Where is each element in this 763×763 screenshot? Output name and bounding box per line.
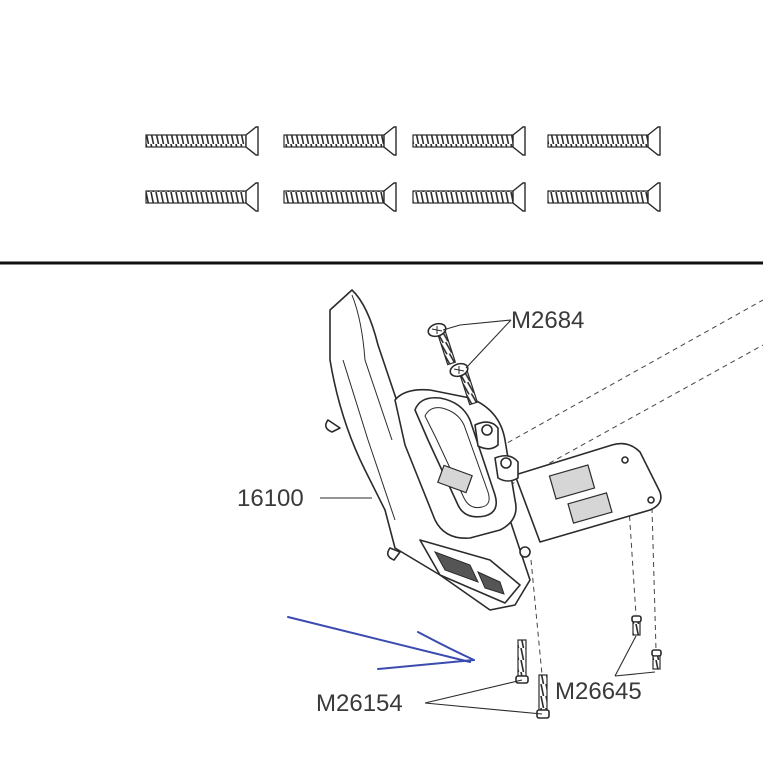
- leader-lines: [320, 319, 656, 715]
- countersunk-screw: [547, 126, 661, 156]
- m2684-screw-1: [427, 322, 457, 366]
- countersunk-screw: [547, 182, 661, 212]
- m2684-screw-2: [449, 362, 479, 406]
- m26154-screw-1: [515, 639, 529, 684]
- countersunk-screw: [412, 126, 526, 156]
- pointer-arrow: [287, 616, 475, 670]
- label-16100: 16100: [237, 485, 304, 512]
- countersunk-screw: [145, 126, 259, 156]
- m26645-screw-2: [651, 649, 662, 670]
- countersunk-screw: [145, 182, 259, 212]
- label-m2684: M2684: [511, 307, 584, 334]
- label-m26154: M26154: [316, 690, 403, 717]
- m26154-screw-2: [536, 674, 550, 719]
- label-m26645: M26645: [555, 678, 642, 705]
- countersunk-screw: [412, 182, 526, 212]
- loose-screw-set: [145, 126, 661, 212]
- m26645-screw-1: [631, 615, 642, 636]
- front-bumper-part: [324, 289, 662, 611]
- countersunk-screw: [283, 182, 397, 212]
- countersunk-screw: [283, 126, 397, 156]
